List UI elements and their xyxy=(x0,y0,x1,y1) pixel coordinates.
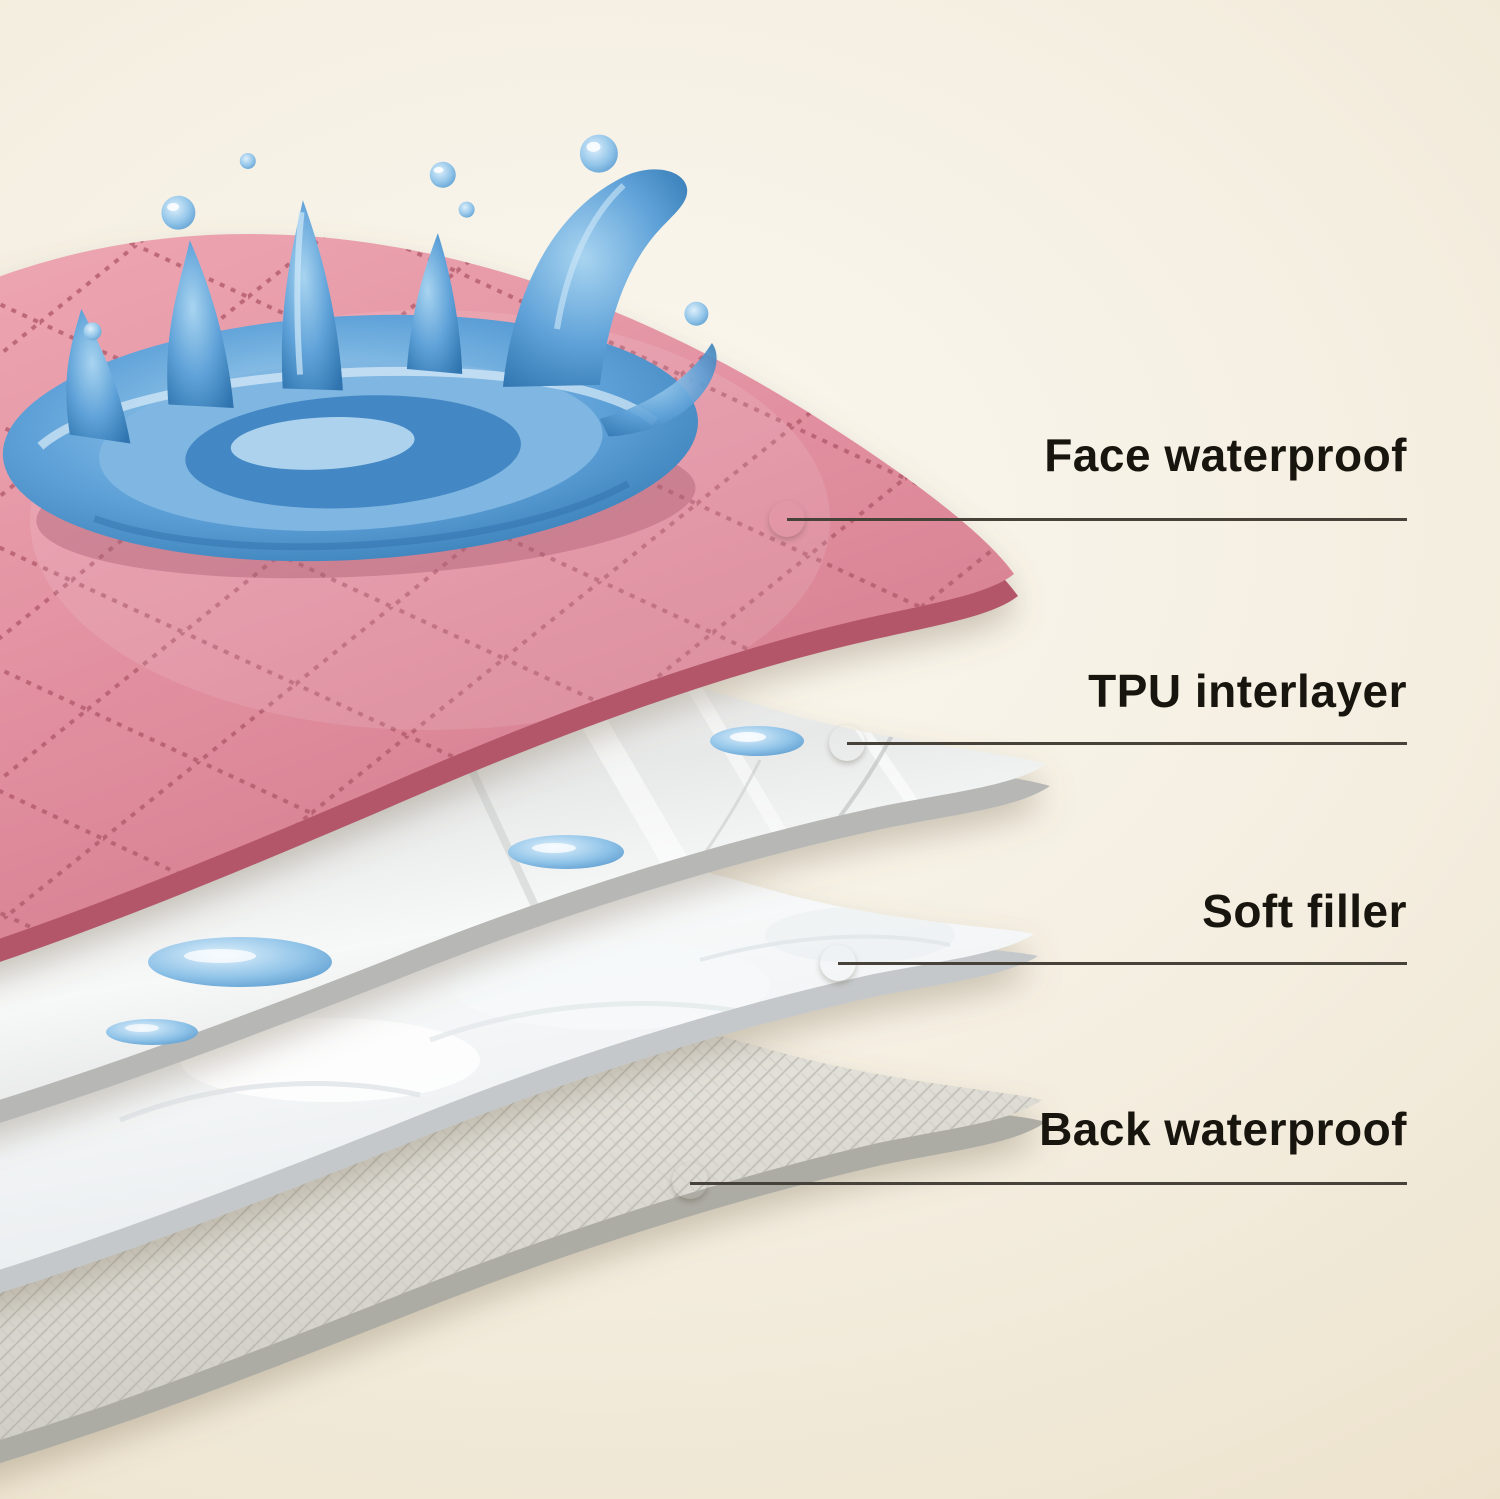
callout-label-tpu-interlayer: TPU interlayer xyxy=(1088,665,1407,717)
soft-filler-texture xyxy=(119,907,955,1123)
callout-label-face-waterproof: Face waterproof xyxy=(1044,429,1407,481)
callout-label-back-waterproof: Back waterproof xyxy=(1039,1103,1407,1155)
callout-line-soft-filler xyxy=(838,962,1407,965)
soft-filler-layer xyxy=(0,827,1038,1304)
callout-dot-back-waterproof xyxy=(672,1163,708,1199)
water-droplets xyxy=(106,726,804,1045)
callout-line-tpu-interlayer xyxy=(847,742,1407,745)
callout-label-soft-filler: Soft filler xyxy=(1202,885,1407,937)
callout-line-back-waterproof xyxy=(690,1182,1407,1185)
water-splash xyxy=(2,134,717,579)
callout-line-face-waterproof xyxy=(787,518,1407,521)
